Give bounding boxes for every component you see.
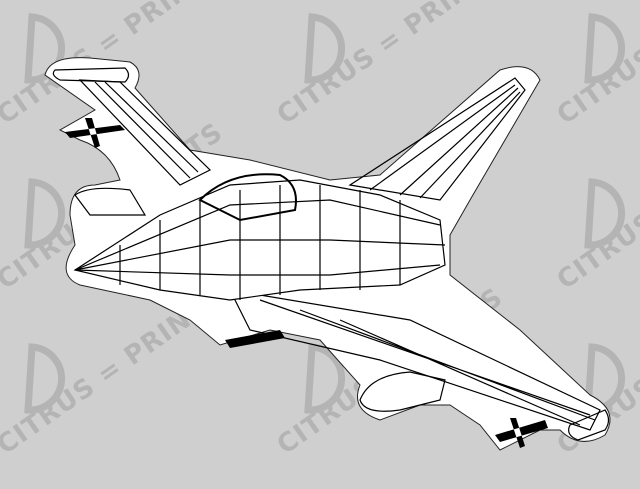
lemon-slice-icon [304,343,345,414]
lemon-slice-icon [24,178,65,249]
left-wing [78,79,212,186]
missile-right [495,418,548,448]
lemon-slice-icon [584,13,625,84]
watermark: CITRUS = PRINTS [552,117,640,295]
air-intake [74,187,147,216]
wingtip-pod-left [52,67,130,83]
jet-wireframe [52,67,610,441]
watermark-text: CITRUS = PRINTS [552,117,640,295]
lower-wing [228,289,601,431]
lemon-slice-icon [584,178,625,249]
missiles [65,118,548,448]
watermark: CITRUS = PRINTS [552,0,640,131]
lemon-slice-icon [24,343,65,414]
sticker [44,57,611,451]
wingtip-pod-right [568,409,610,441]
missile-left [65,118,125,148]
right-upper-wing [348,77,526,201]
lemon-slice-icon [24,13,65,84]
drop-tank [359,371,446,412]
canopy [198,173,297,222]
missile-lower [225,330,285,348]
lemon-slice-icon [304,13,345,84]
